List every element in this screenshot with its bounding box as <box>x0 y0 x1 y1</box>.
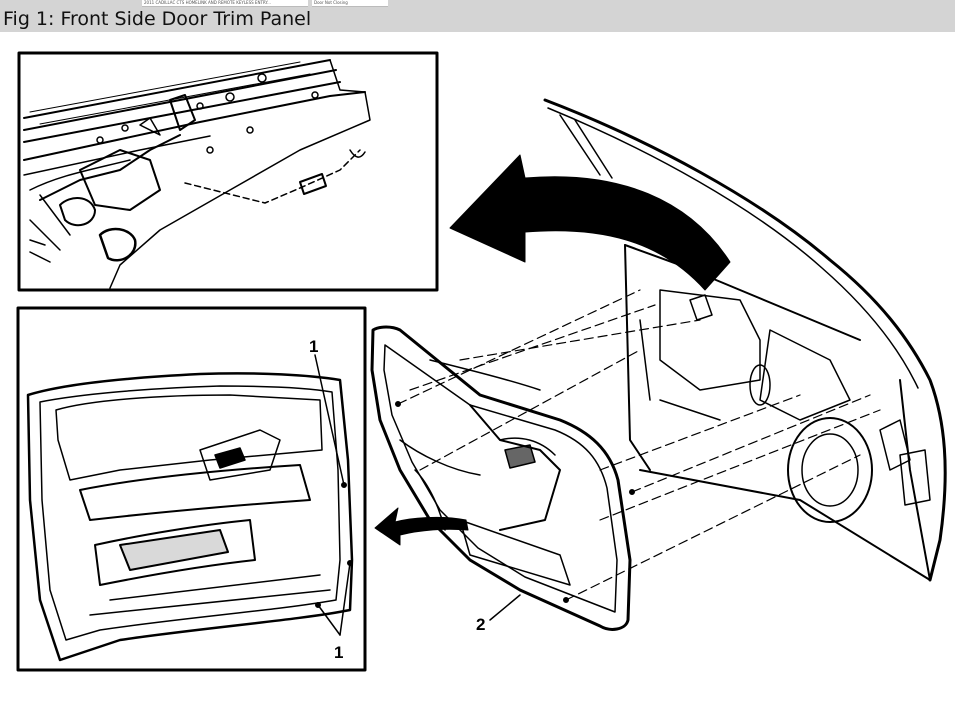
thumbnail-tab-left-text: 2011 CADILLAC CTS HOMELINK AND REMOTE KE… <box>144 0 271 5</box>
thumbnail-tab-right-text: Door Not Closing <box>314 0 348 5</box>
trim-panel-exploded <box>370 325 635 631</box>
detail-inset-top <box>17 51 439 292</box>
thumbnail-tab-left[interactable]: 2011 CADILLAC CTS HOMELINK AND REMOTE KE… <box>142 0 308 7</box>
callout-1-top: 1 <box>309 337 318 356</box>
callout-leaders <box>314 354 521 636</box>
door-shell <box>543 98 947 582</box>
large-removal-arrow <box>449 154 731 291</box>
detail-inset-bottom <box>16 306 367 672</box>
callout-2: 2 <box>476 615 485 634</box>
thumbnail-tab-right[interactable]: Door Not Closing <box>312 0 388 7</box>
alignment-lines <box>397 289 881 601</box>
door-trim-diagram: 1 1 2 <box>16 51 947 672</box>
callout-1-bottom: 1 <box>334 643 343 662</box>
figure-title: Fig 1: Front Side Door Trim Panel <box>3 8 312 30</box>
small-removal-arrow <box>374 507 469 546</box>
